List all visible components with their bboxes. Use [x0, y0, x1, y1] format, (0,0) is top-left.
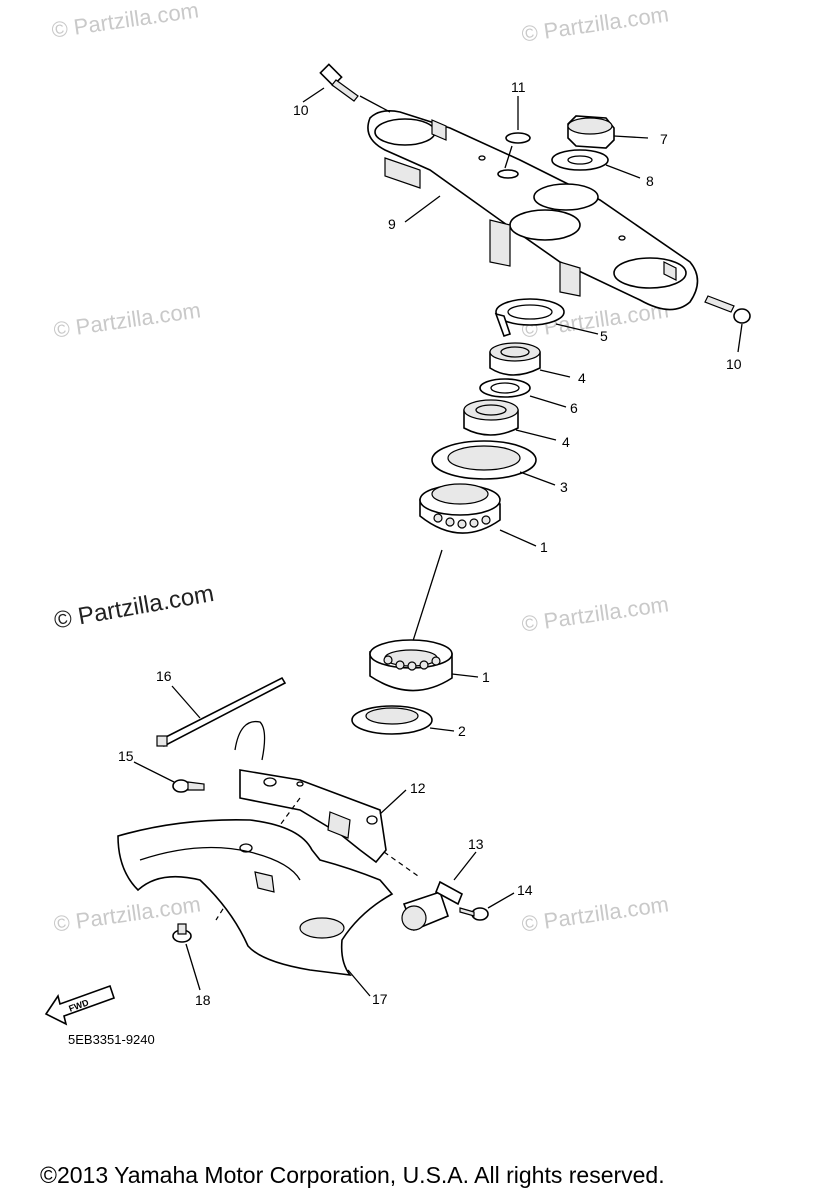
cowling-17: [117, 819, 394, 977]
bearing-1-lower: [369, 639, 453, 692]
washer-11: [505, 132, 531, 144]
callout-4: 4: [562, 434, 570, 450]
bolt-15: [172, 779, 205, 793]
ring-nut-4-upper: [489, 342, 541, 376]
callout-4: 4: [578, 370, 586, 386]
leader-line: [133, 761, 175, 783]
callout-13: 13: [468, 836, 484, 852]
leader-line: [613, 135, 649, 139]
callout-17: 17: [372, 991, 388, 1007]
leader-line: [499, 529, 537, 547]
screw-18: [172, 923, 192, 943]
leader-line: [451, 673, 479, 678]
bearing-1-upper: [419, 483, 501, 534]
callout-14: 14: [517, 882, 533, 898]
leader-line: [171, 685, 201, 719]
callout-2: 2: [458, 723, 466, 739]
fwd-arrow-icon: [44, 984, 116, 1026]
bracket-12: [234, 720, 387, 864]
leader-line: [185, 943, 201, 991]
callout-10: 10: [726, 356, 742, 372]
leader-line: [404, 195, 441, 223]
upper-bracket: [367, 110, 699, 311]
leader-line: [379, 789, 407, 815]
callout-8: 8: [646, 173, 654, 189]
leader-line: [605, 164, 641, 179]
leader-line: [302, 87, 325, 103]
leader-line: [529, 395, 567, 408]
callout-3: 3: [560, 479, 568, 495]
cable-tie-16: [156, 676, 287, 748]
copyright-notice: ©2013 Yamaha Motor Corporation, U.S.A. A…: [40, 1162, 665, 1188]
leader-line: [504, 145, 513, 169]
leader-line: [519, 471, 556, 486]
callout-7: 7: [660, 131, 668, 147]
callout-12: 12: [410, 780, 426, 796]
leader-line: [737, 323, 743, 353]
steering-nut-7: [567, 115, 615, 149]
washer-6: [479, 378, 531, 398]
ring-nut-4-lower: [463, 399, 519, 436]
leader-line: [555, 323, 599, 335]
bolt-10-right: [704, 295, 751, 324]
leader-line: [515, 429, 557, 441]
callout-11: 11: [511, 79, 526, 95]
leader-line: [453, 851, 477, 881]
bearing-cover-3: [431, 440, 537, 480]
callout-5: 5: [600, 328, 608, 344]
callout-1: 1: [482, 669, 490, 685]
bolt-10-left: [319, 63, 359, 102]
callout-6: 6: [570, 400, 578, 416]
leader-line: [487, 892, 515, 909]
leader-line: [539, 369, 571, 378]
callout-10: 10: [293, 102, 309, 118]
callout-18: 18: [195, 992, 211, 1008]
callout-15: 15: [118, 748, 134, 764]
leader-line: [347, 969, 371, 997]
steering-stem-axis: [411, 549, 443, 645]
bearing-race-2: [351, 705, 433, 735]
washer-8: [551, 149, 609, 171]
callout-9: 9: [388, 216, 396, 232]
screw-14: [459, 907, 489, 921]
callout-1: 1: [540, 539, 548, 555]
lock-washer-5: [494, 298, 565, 338]
diagram-code: 5EB3351-9240: [68, 1032, 155, 1047]
connection-line: [383, 851, 419, 877]
leader-line: [359, 95, 391, 113]
leader-line: [429, 727, 455, 732]
light-socket-13: [401, 880, 464, 932]
callout-16: 16: [156, 668, 172, 684]
